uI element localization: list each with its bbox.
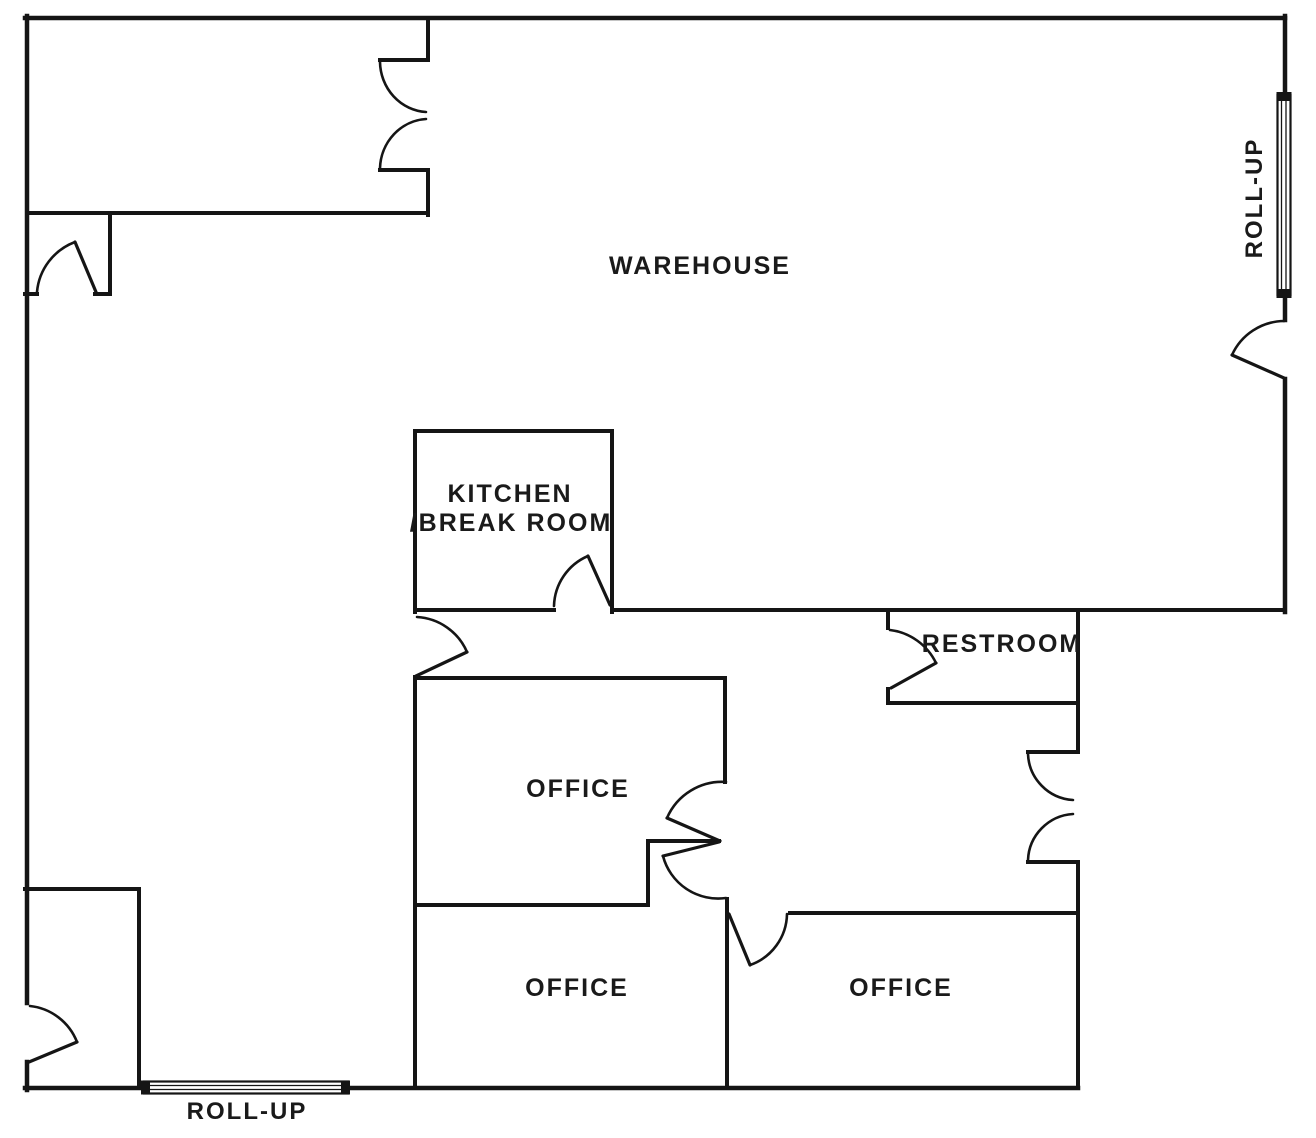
rollup-right-cap-top	[1276, 92, 1292, 101]
kitchen-label-line2: /BREAK ROOM	[410, 509, 613, 537]
rollup-bottom-rails	[146, 1084, 346, 1091]
restroom-door-leaf	[889, 661, 938, 690]
restroom-walls	[886, 608, 1080, 705]
east-double-door-leaves	[1026, 750, 1080, 864]
rollup-right-cap-bottom	[1276, 289, 1292, 298]
office-top-door-icon	[665, 780, 728, 820]
vestibule-wall	[23, 211, 112, 296]
office-top-door-leaf	[665, 816, 722, 843]
kitchen-door-icon	[552, 554, 590, 608]
office-top-walls	[413, 675, 727, 1090]
vestibule-door-leaf	[73, 240, 98, 294]
storage-room-walls	[25, 16, 430, 217]
office-bottom-right-label: OFFICE	[849, 974, 953, 1002]
rollup-bottom-cap-left	[141, 1080, 150, 1095]
utility-exterior-door-leaf	[27, 1040, 79, 1064]
office-br-door-leaf	[727, 912, 752, 967]
rollup-right-label: ROLL-UP	[1241, 138, 1268, 259]
restroom-label: RESTROOM	[922, 630, 1082, 658]
office-top-label: OFFICE	[526, 775, 630, 803]
storage-double-door-leaves	[378, 58, 430, 172]
kitchen-label-line1: KITCHEN	[447, 480, 572, 508]
rollup-right-rails	[1280, 97, 1287, 293]
utility-exterior-door-icon	[28, 1004, 79, 1044]
rollup-door-right	[1276, 92, 1292, 298]
office-divider-jog	[413, 839, 721, 907]
kitchen-door-leaf	[586, 554, 612, 607]
office-br-door-icon	[748, 912, 789, 967]
hallway-door-icon	[415, 615, 469, 654]
kitchen-walls	[413, 429, 614, 614]
utility-room-walls	[23, 887, 141, 1090]
office-corner-door-icon	[661, 854, 728, 900]
warehouse-east-door-icon	[1230, 319, 1286, 357]
office-bottom-left-label: OFFICE	[525, 974, 629, 1002]
rollup-door-bottom	[141, 1080, 350, 1095]
warehouse-east-door-leaf	[1230, 353, 1286, 380]
vestibule-door-icon	[35, 240, 77, 294]
office-corner-door-leaf	[661, 840, 721, 858]
roll-up-door-icon	[1276, 93, 1292, 297]
rollup-bottom-cap-right	[341, 1080, 350, 1095]
east-double-door-icon	[1026, 752, 1075, 862]
restroom-door-icon	[888, 628, 938, 665]
hallway-door-leaf	[414, 650, 469, 678]
rollup-bottom-label: ROLL-UP	[187, 1098, 308, 1125]
roll-up-door-icon	[142, 1080, 350, 1095]
warehouse-label: WAREHOUSE	[609, 252, 791, 280]
storage-double-door-icon	[378, 60, 428, 170]
